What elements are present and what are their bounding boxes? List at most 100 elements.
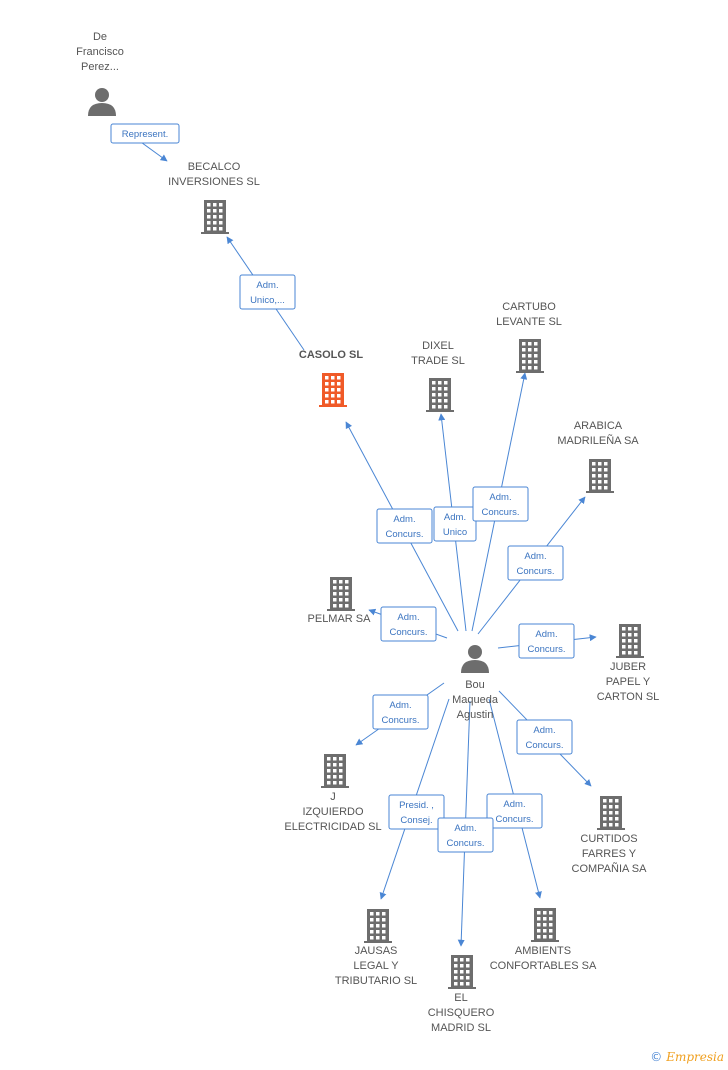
edge-label-text: Adm. (503, 799, 525, 810)
edge-label-text: Adm. (393, 514, 415, 525)
edge-label-text: Represent. (122, 129, 168, 140)
node-label: J (330, 791, 336, 803)
node-label: ARABICA (574, 420, 623, 432)
edge-label-box[interactable]: Adm. Concurs. (380, 606, 437, 642)
watermark-brand: Empresia (666, 1050, 724, 1064)
edge-label-text: Concurs. (527, 644, 565, 655)
edge-bou-cartubo: Adm.Concurs. (471, 372, 529, 632)
edge-label-text: Adm. (533, 725, 555, 736)
edge-label-text: Presid. , (399, 800, 434, 811)
node-label: COMPAÑIA SA (572, 862, 648, 875)
edge-label-text: Adm. (444, 512, 466, 523)
edge-label-text: Adm. (389, 700, 411, 711)
node-label: Bou (465, 679, 485, 691)
edge-label-box[interactable]: Adm. Concurs. (516, 719, 573, 755)
node-label: LEGAL Y (353, 960, 399, 972)
edge-label-text: Concurs. (481, 507, 519, 518)
edge-label-box[interactable]: Adm. Concurs. (372, 694, 429, 730)
edge-label-box[interactable]: Adm.Concurs. (472, 486, 529, 522)
edge-label-box[interactable]: Adm. Unico (433, 506, 477, 542)
edge-label-text: Concurs. (389, 627, 427, 638)
edge-bou-pelmar: Adm. Concurs. (368, 606, 448, 642)
edge-casolo-becalco: Adm. Unico,... (226, 236, 305, 351)
building-icon[interactable] (616, 624, 644, 658)
node-label: EL (454, 992, 467, 1004)
edge-label-box[interactable]: Presid. , Consej. (388, 794, 445, 830)
node-label: PAPEL Y (606, 676, 651, 688)
building-icon[interactable] (426, 378, 454, 412)
node-chisquero[interactable]: EL CHISQUERO MADRID SL (428, 955, 495, 1034)
edge-bou-curtidos: Adm. Concurs. (498, 690, 592, 787)
edge-label-text: Adm. (397, 612, 419, 623)
node-label: IZQUIERDO (302, 806, 364, 818)
node-label: CURTIDOS (580, 833, 637, 845)
node-label: De (93, 31, 107, 43)
edge-label-text: Consej. (400, 815, 432, 826)
node-label: Maqueda (452, 694, 499, 706)
node-label: ELECTRICIDAD SL (284, 821, 381, 833)
copyright-icon: © (650, 1050, 663, 1064)
edge-label-text: Adm. (454, 823, 476, 834)
node-pelmar[interactable]: PELMAR SA (308, 577, 372, 625)
node-label: LEVANTE SL (496, 316, 562, 328)
edge-label-text: Concurs. (446, 838, 484, 849)
edge-label-text: Concurs. (525, 740, 563, 751)
edge-bou-arabica: Adm.Concurs. (477, 496, 586, 635)
node-jizq[interactable]: J IZQUIERDO ELECTRICIDAD SL (284, 754, 382, 833)
building-icon[interactable] (319, 373, 347, 407)
watermark: ©Empresia (650, 1050, 724, 1064)
building-icon[interactable] (364, 909, 392, 943)
node-label: AMBIENTS (515, 945, 571, 957)
node-label: BECALCO (188, 161, 241, 173)
edge-label-box[interactable]: Adm.Concurs. (507, 545, 564, 581)
edge-label-box[interactable]: Adm. Concurs. (518, 623, 575, 659)
building-icon[interactable] (516, 339, 544, 373)
node-label: INVERSIONES SL (168, 176, 260, 188)
edge-label-box[interactable]: Adm. Unico,... (239, 274, 296, 310)
building-icon[interactable] (321, 754, 349, 788)
node-label: CHISQUERO (428, 1007, 495, 1019)
building-icon[interactable] (327, 577, 355, 611)
node-francisco[interactable]: DeFranciscoPerez... (76, 31, 124, 116)
building-icon[interactable] (597, 796, 625, 830)
building-icon[interactable] (448, 955, 476, 989)
edge-label-box[interactable]: Represent. (110, 123, 180, 144)
building-icon[interactable] (201, 200, 229, 234)
node-casolo[interactable]: CASOLO SL (299, 349, 363, 407)
building-icon[interactable] (586, 459, 614, 493)
edge-label-text: Unico (443, 527, 467, 538)
edge-label-box[interactable]: Adm. Concurs. (376, 508, 433, 544)
edge-francisco-becalco: Represent. (110, 123, 180, 162)
node-label: CASOLO SL (299, 349, 363, 361)
edge-bou-jizq: Adm. Concurs. (355, 682, 445, 746)
edge-bou-juber: Adm. Concurs. (497, 623, 597, 659)
edge-label-text: Unico,... (250, 295, 285, 306)
node-label: Perez... (81, 61, 119, 73)
edge-label-text: Adm. (535, 629, 557, 640)
edge-label-box[interactable]: Adm. Concurs. (437, 817, 494, 853)
edge-label-text: Concurs. (381, 715, 419, 726)
node-label: MADRID SL (431, 1022, 491, 1034)
node-label: Francisco (76, 46, 124, 58)
edge-label-text: Concurs. (385, 529, 423, 540)
node-label: PELMAR SA (308, 613, 372, 625)
edge-label-box[interactable]: Adm.Concurs. (486, 793, 543, 829)
node-juber[interactable]: JUBER PAPEL Y CARTON SL (597, 624, 660, 703)
building-icon[interactable] (531, 908, 559, 942)
edge-label-text: Adm. (256, 280, 278, 291)
person-icon[interactable] (88, 88, 116, 116)
person-icon[interactable] (461, 645, 489, 673)
node-label: CARTON SL (597, 691, 660, 703)
node-becalco[interactable]: BECALCO INVERSIONES SL (168, 161, 260, 234)
node-label: JUBER (610, 661, 646, 673)
edge-bou-jausas: Presid. , Consej. (379, 698, 450, 900)
